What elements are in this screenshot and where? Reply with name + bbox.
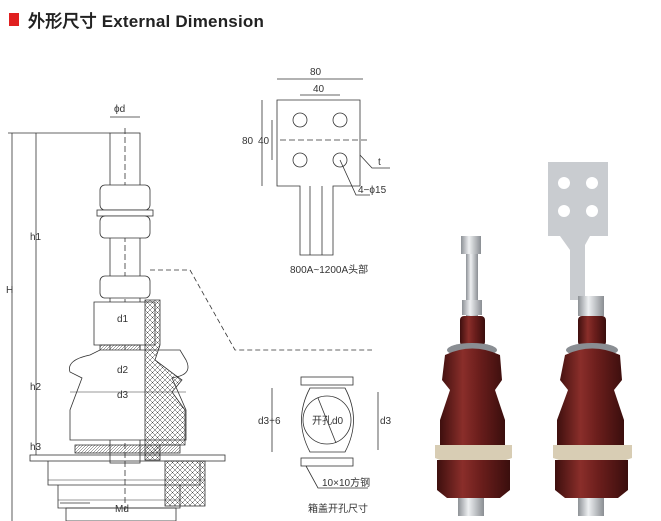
section-header: 外形尺寸 External Dimension [9, 7, 264, 32]
bushing-photo-terminal [548, 162, 632, 516]
label-holes: 4−ϕ15 [358, 185, 387, 196]
dim-40-width: 40 [313, 84, 325, 95]
label-square-bar: 10×10方钢 [322, 476, 370, 489]
label-H: H [6, 285, 13, 296]
bushing-section-drawing: ϕd H h1 h2 h3 d1 d2 d3 Md [6, 104, 372, 521]
label-phi-d: ϕd [114, 104, 125, 115]
label-h1: h1 [30, 232, 42, 243]
dim-40-height: 40 [258, 136, 270, 147]
terminal-caption: 800A~1200A头部 [290, 263, 368, 276]
label-Md: Md [115, 504, 129, 515]
red-square-icon [9, 13, 19, 26]
cover-cutout-drawing: 开孔d0 d3+6 d3 10×10方钢 箱盖开孔尺寸 [258, 376, 392, 515]
dim-80-width: 80 [310, 67, 322, 78]
dim-80-height: 80 [242, 136, 254, 147]
bushing-photo-stud [435, 236, 512, 516]
cutout-caption: 箱盖开孔尺寸 [308, 502, 368, 515]
terminal-plate-drawing: 80 40 80 40 t 4−ϕ15 800A~1200A头部 [242, 67, 390, 276]
label-t: t [378, 157, 381, 168]
section-title: 外形尺寸 External Dimension [28, 12, 265, 31]
label-d3: d3 [117, 390, 129, 401]
label-hole-d0: 开孔d0 [312, 415, 344, 427]
label-h3: h3 [30, 442, 42, 453]
label-h2: h2 [30, 382, 42, 393]
label-d3-right: d3 [380, 416, 392, 427]
label-d1: d1 [117, 314, 129, 325]
label-d3-plus-6: d3+6 [258, 416, 281, 427]
label-d2: d2 [117, 365, 129, 376]
